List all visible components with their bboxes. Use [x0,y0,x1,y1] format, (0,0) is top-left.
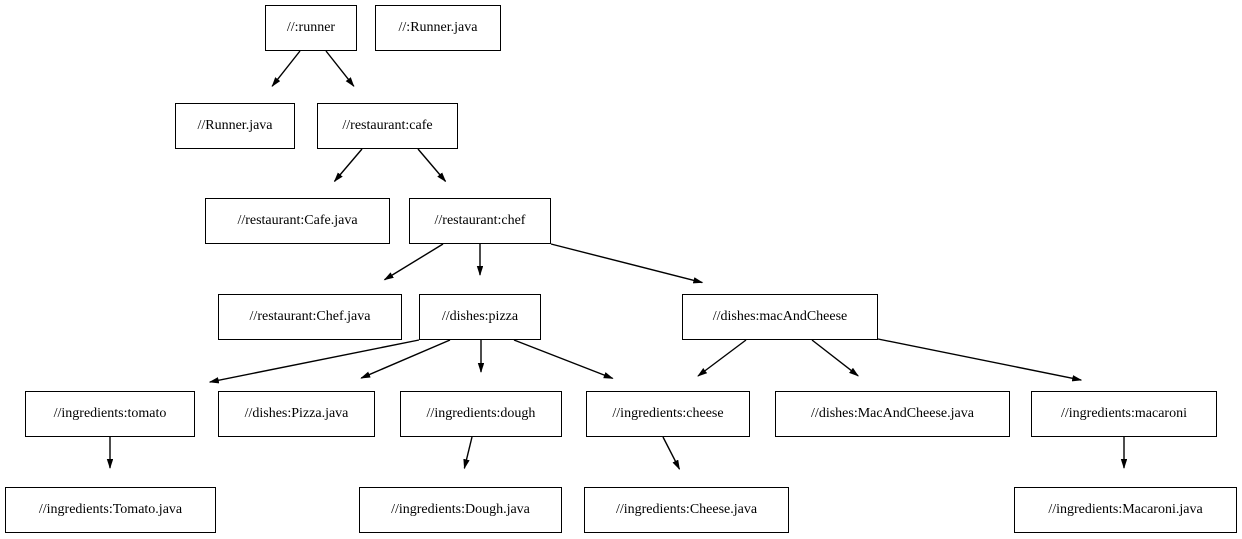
graph-node-cafe_java[interactable]: //restaurant:Cafe.java [205,198,390,244]
graph-edge-macandcheese-to-macaroni [877,338,1083,382]
graph-node-pizza_java[interactable]: //dishes:Pizza.java [218,391,375,437]
graph-edge-runner-to-runner_java [271,50,301,87]
graph-node-macaroni[interactable]: //ingredients:macaroni [1031,391,1217,437]
graph-node-tomato[interactable]: //ingredients:tomato [25,391,195,437]
graph-node-macaroni_java[interactable]: //ingredients:Macaroni.java [1014,487,1237,533]
graph-node-label: //restaurant:chef [434,213,526,228]
graph-node-runner_java[interactable]: //Runner.java [175,103,295,149]
graph-node-label: //:runner [286,20,336,35]
graph-node-label: //dishes:pizza [441,309,519,324]
graph-node-label: //:Runner.java [398,20,478,35]
graph-node-label: //restaurant:Chef.java [249,309,371,324]
graph-node-label: //ingredients:tomato [53,406,167,421]
graph-node-cheese[interactable]: //ingredients:cheese [586,391,750,437]
graph-edge-cafe-to-cafe_java [333,148,363,183]
graph-edge-chef-to-chef_java [383,243,444,281]
graph-node-label: //ingredients:macaroni [1061,406,1187,421]
graph-edge-dough-to-dough_java [463,436,473,470]
graph-edge-cheese-to-cheese_java [662,436,681,470]
graph-node-label: //restaurant:cafe [342,118,433,133]
graph-edge-pizza-to-cheese [513,339,614,380]
graph-node-label: //dishes:MacAndCheese.java [811,406,974,421]
graph-node-tomato_java[interactable]: //ingredients:Tomato.java [5,487,216,533]
graph-node-label: //restaurant:Cafe.java [237,213,358,228]
graph-node-label: //ingredients:Tomato.java [38,502,183,517]
graph-edge-pizza-to-tomato [208,339,420,384]
graph-node-root_runner_java[interactable]: //:Runner.java [375,5,501,51]
graph-node-label: //ingredients:Dough.java [391,502,530,517]
graph-node-dough_java[interactable]: //ingredients:Dough.java [359,487,562,533]
graph-node-label: //ingredients:Macaroni.java [1048,502,1203,517]
graph-node-label: //dishes:Pizza.java [244,406,349,421]
graph-edge-chef-to-macandcheese [550,243,704,284]
graph-node-cafe[interactable]: //restaurant:cafe [317,103,458,149]
graph-node-label: //ingredients:cheese [612,406,724,421]
graph-edge-macandcheese-to-macandcheese_java [811,339,859,377]
graph-node-pizza[interactable]: //dishes:pizza [419,294,541,340]
graph-node-macandcheese_java[interactable]: //dishes:MacAndCheese.java [775,391,1010,437]
graph-node-dough[interactable]: //ingredients:dough [400,391,562,437]
graph-edge-cafe-to-chef [417,148,447,183]
graph-node-macandcheese[interactable]: //dishes:macAndCheese [682,294,878,340]
graph-edge-pizza-to-pizza_java [360,339,451,379]
graph-node-label: //dishes:macAndCheese [712,309,848,324]
graph-edge-macandcheese-to-cheese [697,339,747,377]
graph-node-label: //ingredients:dough [426,406,536,421]
graph-node-label: //Runner.java [197,118,273,133]
graph-node-chef_java[interactable]: //restaurant:Chef.java [218,294,402,340]
graph-node-runner[interactable]: //:runner [265,5,357,51]
graph-node-label: //ingredients:Cheese.java [615,502,758,517]
graph-node-cheese_java[interactable]: //ingredients:Cheese.java [584,487,789,533]
graph-edge-runner-to-cafe [325,50,355,87]
graph-node-chef[interactable]: //restaurant:chef [409,198,551,244]
